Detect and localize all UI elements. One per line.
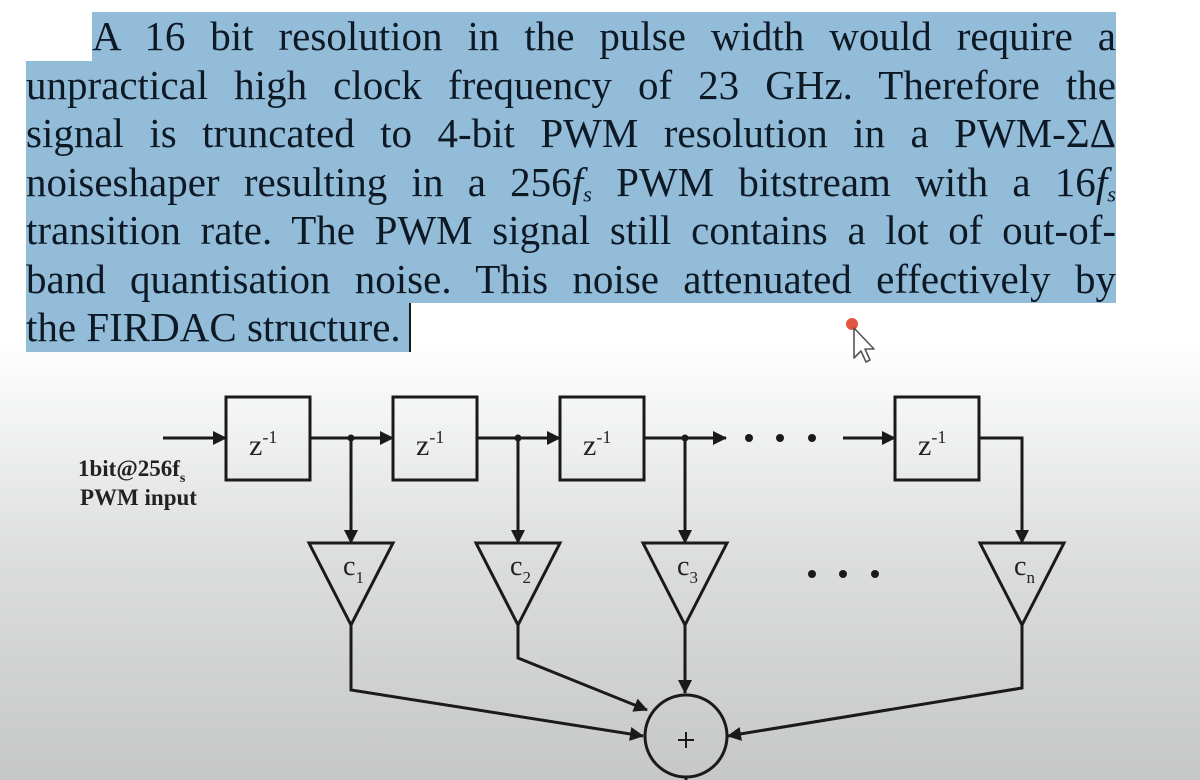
paragraph-line-3: signal is truncated to 4-bit PWM resolut… xyxy=(26,109,1116,158)
coefficient-multiplier-2 xyxy=(473,541,563,629)
ellipsis-dot xyxy=(808,434,816,442)
coefficient-multiplier-1 xyxy=(306,541,396,629)
ellipsis-dot xyxy=(808,570,816,578)
coef-label-1: c1 xyxy=(343,551,364,587)
line4-text-a: noiseshaper resulting in a 256 xyxy=(26,158,572,205)
fs-symbol: fs xyxy=(1095,158,1116,207)
delay-label-2: z-1 xyxy=(416,427,444,462)
ellipsis-dot xyxy=(871,570,879,578)
coefficient-multiplier-n xyxy=(977,541,1067,629)
delay-label-1: z-1 xyxy=(249,427,277,462)
mouse-pointer-icon xyxy=(846,318,875,363)
line4-text-b: PWM bitstream with a 16 xyxy=(591,158,1096,205)
paragraph-line-6: band quantisation noise. This noise atte… xyxy=(26,254,1116,303)
ellipsis-dot xyxy=(776,434,784,442)
coefficient-multiplier-3 xyxy=(640,541,730,629)
paragraph-line-1: A 16 bit resolution in the pulse width w… xyxy=(92,12,1116,61)
fs-symbol: fs xyxy=(571,158,592,207)
coef-label-2: c2 xyxy=(510,551,531,587)
coef-label-n: cn xyxy=(1014,551,1035,587)
paragraph-line-5: transition rate. The PWM signal still co… xyxy=(26,206,1116,255)
paragraph-line-2: unpractical high clock frequency of 23 G… xyxy=(26,60,1116,109)
paragraph-line-7: the FIRDAC structure. xyxy=(26,303,411,352)
coef-label-3: c3 xyxy=(677,551,698,587)
plus-icon xyxy=(678,732,694,748)
paragraph-line-4: noiseshaper resulting in a 256fs PWM bit… xyxy=(26,157,1116,207)
firdac-block-diagram: 1bit@256fs PWM input z-1 z-1 z-1 z-1 c1 … xyxy=(78,395,1067,780)
ellipsis-dot xyxy=(839,570,847,578)
input-label-2: PWM input xyxy=(80,485,197,510)
selected-paragraph[interactable]: A 16 bit resolution in the pulse width w… xyxy=(26,12,1116,352)
input-label: 1bit@256fs xyxy=(78,456,186,486)
delay-label-3: z-1 xyxy=(583,427,611,462)
ellipsis-dot xyxy=(745,434,753,442)
delay-label-n: z-1 xyxy=(918,427,946,462)
